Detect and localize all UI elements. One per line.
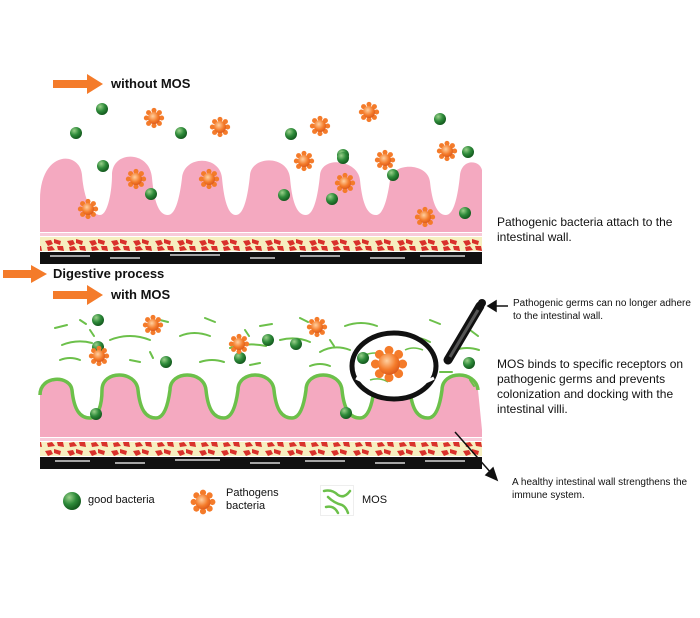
- good-bacteria-icon: [337, 152, 349, 164]
- good-bacteria-icon: [96, 103, 108, 115]
- good-bacteria-icon: [290, 338, 302, 350]
- section-label: Digestive process: [53, 266, 165, 281]
- good-bacteria-icon: [90, 408, 102, 420]
- pathogen-icon: [88, 345, 110, 367]
- legend-item-mos: MOS: [320, 485, 440, 521]
- section-label: with MOS: [111, 287, 171, 302]
- good-bacteria-icon: [434, 113, 446, 125]
- pathogen-icon: [198, 168, 220, 190]
- good-bacteria-icon: [262, 334, 274, 346]
- section-digestive-process: Digestive process: [3, 265, 203, 287]
- pathogen-icon: [414, 206, 436, 228]
- good-bacteria-icon: [387, 169, 399, 181]
- good-bacteria-icon: [70, 127, 82, 139]
- legend-item-good-bacteria: good bacteria: [58, 485, 198, 521]
- good-bacteria-icon: [285, 128, 297, 140]
- pathogen-icon: [436, 140, 458, 162]
- good-bacteria-icon: [63, 492, 81, 510]
- legend-label: Pathogens bacteria: [226, 487, 279, 512]
- legend-label: good bacteria: [88, 494, 155, 506]
- pathogen-icon: [77, 198, 99, 220]
- pathogen-icon: [190, 489, 216, 515]
- pathogen-icon: [228, 333, 250, 355]
- orange-arrow-icon: [53, 74, 103, 94]
- pathogen-icon: [190, 489, 216, 515]
- pathogen-icon: [374, 149, 396, 171]
- villi-top: [40, 156, 482, 224]
- pathogen-icon: [209, 116, 231, 138]
- pathogen-icon: [306, 316, 328, 338]
- annotation-healthy: A healthy intestinal wall strengthens th…: [512, 477, 688, 501]
- pathogen-icon: [293, 150, 315, 172]
- intestinal-wall-bottom: [40, 430, 482, 469]
- orange-arrow-icon: [53, 285, 103, 305]
- annotation-binds: MOS binds to specific receptors on patho…: [497, 357, 684, 416]
- pathogen-icon: [358, 101, 380, 123]
- section-without-mos: without MOS: [53, 74, 213, 96]
- orange-arrow-icon: [3, 265, 47, 283]
- legend-label: MOS: [362, 494, 388, 506]
- good-bacteria-icon: [97, 160, 109, 172]
- good-bacteria-icon: [278, 189, 290, 201]
- pathogen-icon: [309, 115, 331, 137]
- good-bacteria-icon: [160, 356, 172, 368]
- callout-arrows: [454, 299, 508, 482]
- pathogen-icon: [334, 172, 356, 194]
- pathogen-icon: [143, 107, 165, 129]
- mos-icon: [320, 485, 354, 516]
- good-bacteria-icon: [326, 193, 338, 205]
- good-bacteria-icon: [175, 127, 187, 139]
- good-bacteria-icon: [340, 407, 352, 419]
- legend: good bacteria Pathogens bacteria MOS: [58, 485, 458, 525]
- good-bacteria-icon: [459, 207, 471, 219]
- good-bacteria-icon: [462, 146, 474, 158]
- good-bacteria-icon: [357, 352, 369, 364]
- good-bacteria-icon: [463, 357, 475, 369]
- intestinal-wall-top: [40, 224, 482, 264]
- section-label: without MOS: [111, 76, 191, 91]
- pathogen-icon: [370, 345, 408, 383]
- section-with-mos: with MOS: [53, 285, 213, 307]
- pathogen-icon: [125, 168, 147, 190]
- pathogen-icon: [142, 314, 164, 336]
- annotation-attach: Pathogenic bacteria attach to the intest…: [497, 215, 673, 244]
- annotation-no-adhere: Pathogenic germs can no longer adhere to…: [513, 298, 691, 322]
- good-bacteria-icon: [145, 188, 157, 200]
- legend-item-pathogens: Pathogens bacteria: [186, 485, 326, 521]
- good-bacteria-icon: [92, 314, 104, 326]
- good-bacteria-icon: [234, 352, 246, 364]
